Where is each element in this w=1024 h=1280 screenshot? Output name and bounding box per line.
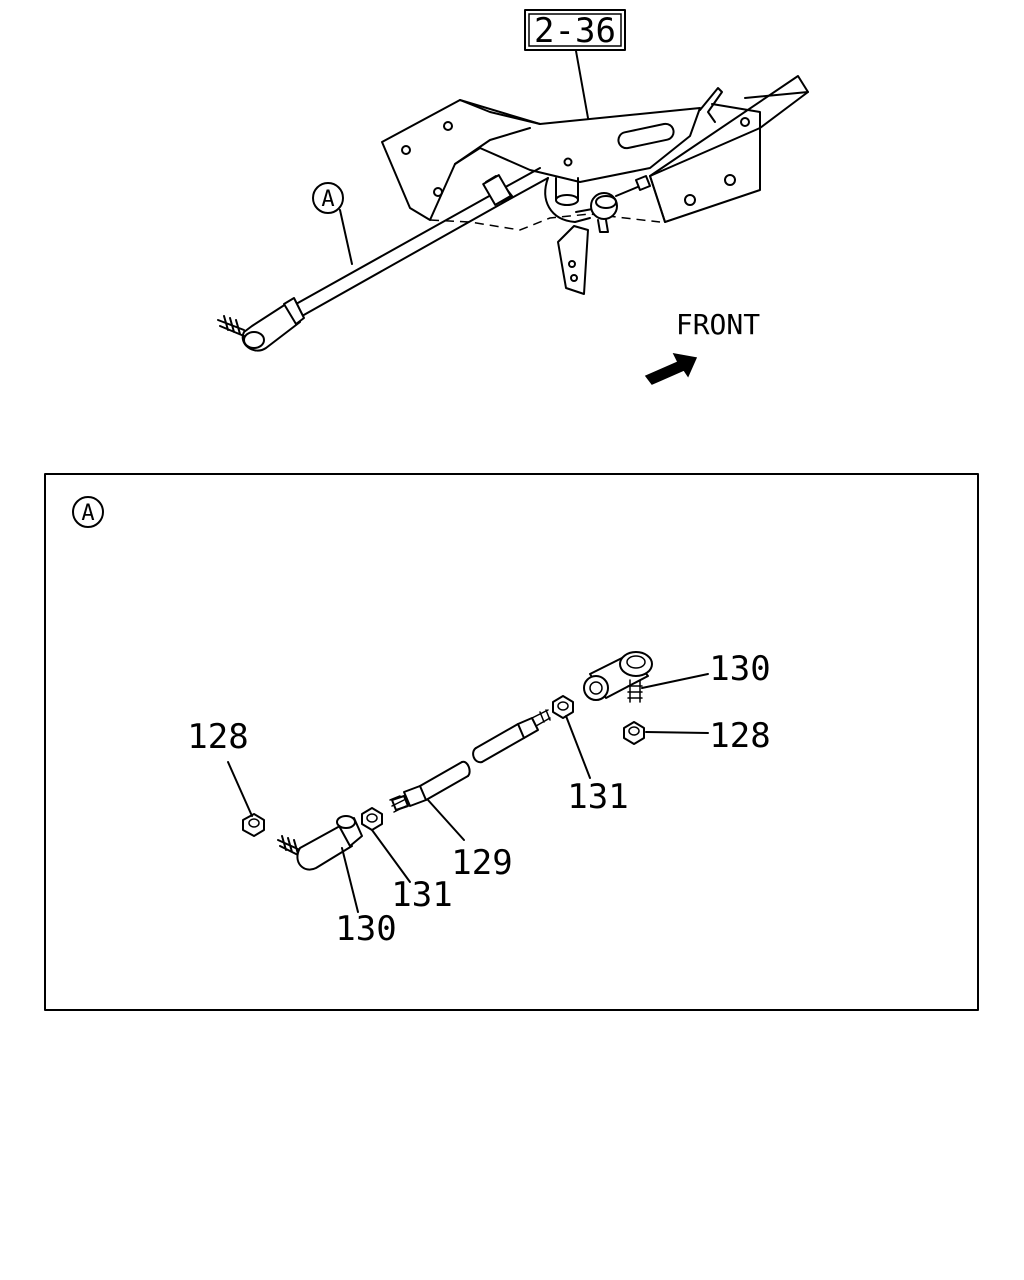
detail-marker-leader <box>339 209 353 265</box>
callout-129[interactable]: 129 <box>451 843 512 883</box>
callout-130-right[interactable]: 130 <box>709 649 770 689</box>
front-indicator: FRONT <box>644 308 760 385</box>
lock-nut-131-left-icon <box>361 807 383 831</box>
callout-130-left[interactable]: 130 <box>335 909 396 949</box>
detail-marker-label: A <box>321 187 334 212</box>
upper-assembly-illustration: A <box>217 75 809 352</box>
detail-box <box>44 473 979 1011</box>
control-rod <box>217 167 549 352</box>
callout-131-left[interactable]: 131 <box>391 875 452 915</box>
callout-128-right[interactable]: 128 <box>709 716 770 756</box>
reference-leader-line <box>575 50 589 119</box>
detail-box-marker-label: A <box>81 501 94 526</box>
lock-nut-131-right-icon <box>552 695 574 719</box>
exploded-parts <box>242 651 653 871</box>
ball-joint-130-left-icon <box>277 815 363 871</box>
nut-128-left-icon <box>242 813 265 837</box>
bracket <box>381 99 701 221</box>
detail-box-marker: A <box>72 496 104 528</box>
detail-marker-callout[interactable]: A <box>312 182 344 214</box>
nut-128-right-icon <box>623 721 645 745</box>
reference-box[interactable]: 2-36 <box>524 9 626 51</box>
rod-129-icon <box>389 709 551 813</box>
callout-128-left[interactable]: 128 <box>187 717 248 757</box>
frame-rail <box>649 75 809 223</box>
hanging-bracket <box>557 225 589 295</box>
front-label: FRONT <box>676 308 760 341</box>
lever <box>544 175 651 233</box>
reference-label: 2-36 <box>534 11 616 51</box>
front-arrow-icon <box>644 352 698 385</box>
callout-131-right[interactable]: 131 <box>567 777 628 817</box>
hidden-outline <box>429 213 661 231</box>
ball-joint-130-right-icon <box>583 651 653 703</box>
callout-leaders <box>227 673 709 913</box>
callout-numbers: 128 130 131 129 131 130 128 <box>187 649 770 949</box>
